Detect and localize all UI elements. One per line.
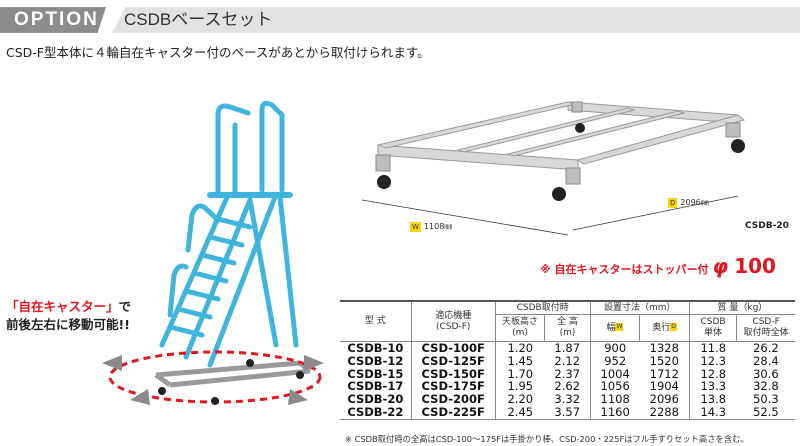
section-header: OPTION CSDBベースセット (0, 7, 800, 33)
grp-mass: 質 量（kg） (688, 300, 795, 315)
cell: 2.62 (554, 379, 581, 394)
spec-table: 型 式 適応機種 (CSD-F) CSDB取付時 設置寸法（mm） 質 量（kg… (340, 300, 795, 420)
col-d-badge: D (670, 322, 677, 331)
cell: 2096 (649, 392, 679, 407)
col-d-cell: 奥行D (639, 314, 690, 342)
cell: 2.20 (494, 393, 545, 406)
cell: 1004 (589, 367, 640, 381)
cell: 50.3 (753, 392, 779, 407)
cell: 11.8 (688, 341, 737, 355)
table-row: CSDB-20 CSD-200F 2.20 3.32 1108 2096 13.… (340, 393, 795, 406)
cell: 26.2 (753, 341, 779, 355)
cell: 13.8 (688, 393, 737, 406)
cell: CSDB-17 (347, 379, 404, 394)
col-model: 型 式 (340, 300, 412, 342)
cell: 13.3 (688, 380, 737, 394)
col-w: 幅 (606, 322, 616, 333)
callout-line1-rest: で (118, 299, 132, 314)
cell: CSDB-20 (347, 392, 404, 407)
base-model-label: CSDB-20 (745, 221, 789, 231)
cell: CSD-100F (410, 341, 496, 355)
table-row: CSDB-15 CSD-150F 1.70 2.37 1004 1712 12.… (340, 366, 795, 381)
cell: 1.20 (494, 341, 545, 355)
grp-dim: 設置寸法（mm） (589, 300, 690, 315)
cell: CSDB-10 (347, 341, 404, 355)
caster-phi: φ (712, 254, 729, 278)
cell: 32.8 (753, 379, 779, 394)
caster-size: 100 (734, 254, 776, 278)
table-row: CSDB-22 CSD-225F 2.45 3.57 1160 2288 14.… (340, 405, 795, 420)
intro-text: CSD-F型本体に４輪自在キャスター付のベースがあとから取付けられます。 (6, 45, 430, 60)
callout-highlight: 「自在キャスター」 (6, 299, 119, 314)
footnote: ※ CSDB取付時の全高はCSD-100～175Fは手掛かり棒、CSD-200・… (345, 434, 749, 444)
table-row: CSDB-10 CSD-100F 1.20 1.87 900 1328 11.8… (340, 341, 795, 355)
callout-line2: 前後左右に移動可能!! (6, 317, 130, 332)
cell: 900 (589, 341, 640, 355)
base-frame-illustration (361, 101, 746, 236)
cell: 1056 (589, 380, 640, 394)
table-row: CSDB-12 CSD-125F 1.45 2.12 952 1520 12.3… (340, 353, 795, 368)
grp-height: CSDB取付時 (494, 300, 591, 315)
cell: 12.3 (688, 354, 737, 368)
cell: 1904 (649, 379, 679, 394)
title-bar: CSDBベースセット (112, 7, 800, 33)
cell: CSD-200F (410, 393, 496, 406)
cell: 1328 (649, 341, 679, 355)
col-w-badge: W (615, 322, 624, 331)
ladder-illustration (102, 100, 324, 405)
option-tag: OPTION (0, 7, 106, 33)
dim-d-badge: D (668, 198, 678, 208)
cell: 2288 (639, 405, 690, 420)
caster-note-text: ※ 自在キャスターはストッパー付 (540, 263, 709, 276)
col-mounted: CSD-F 取付時全体 (736, 314, 795, 342)
dim-w-badge: W (410, 222, 421, 232)
cell: CSD-225F (410, 405, 496, 420)
cell: 12.8 (688, 367, 737, 381)
cell: 952 (589, 354, 640, 368)
col-d: 奥行 (652, 322, 671, 333)
cell: 1.87 (554, 341, 581, 355)
col-unit: CSDB 単体 (688, 314, 737, 342)
cell: 14.3 (688, 405, 737, 420)
cell: 3.32 (554, 392, 581, 407)
section-title: CSDBベースセット (124, 10, 273, 29)
col-top: 天板高さ (m) (494, 314, 545, 342)
cell: 1.70 (494, 367, 545, 381)
cell: 1108 (589, 393, 640, 406)
cell: 1712 (649, 366, 679, 381)
col-body: 適応機種 (CSD-F) (410, 300, 496, 342)
table-row: CSDB-17 CSD-175F 1.95 2.62 1056 1904 13.… (340, 379, 795, 394)
cell: 1.45 (494, 354, 545, 368)
col-w-cell: 幅W (589, 314, 640, 342)
cell: 1160 (589, 405, 640, 420)
cell: CSD-150F (410, 367, 496, 381)
dim-d-value: 2096㎜ (680, 198, 709, 207)
cell: CSDB-15 (347, 366, 404, 381)
cell: 1520 (649, 353, 679, 368)
cell: 2.12 (554, 353, 581, 368)
cell: CSDB-12 (347, 353, 404, 368)
cell: 28.4 (753, 353, 779, 368)
caster-callout: 「自在キャスター」で 前後左右に移動可能!! (6, 298, 131, 334)
col-total: 全 高 (m) (544, 314, 591, 342)
cell: 52.5 (736, 405, 795, 420)
cell: 30.6 (753, 366, 779, 381)
cell: 1.95 (494, 380, 545, 394)
dim-w-value: 1108㎜ (423, 222, 453, 231)
cell: 2.45 (494, 405, 545, 420)
cell: 3.57 (544, 405, 591, 420)
cell: CSD-125F (410, 354, 496, 368)
cell: CSDB-22 (340, 405, 412, 420)
cell: CSD-175F (410, 380, 496, 394)
cell: 2.37 (554, 366, 581, 381)
